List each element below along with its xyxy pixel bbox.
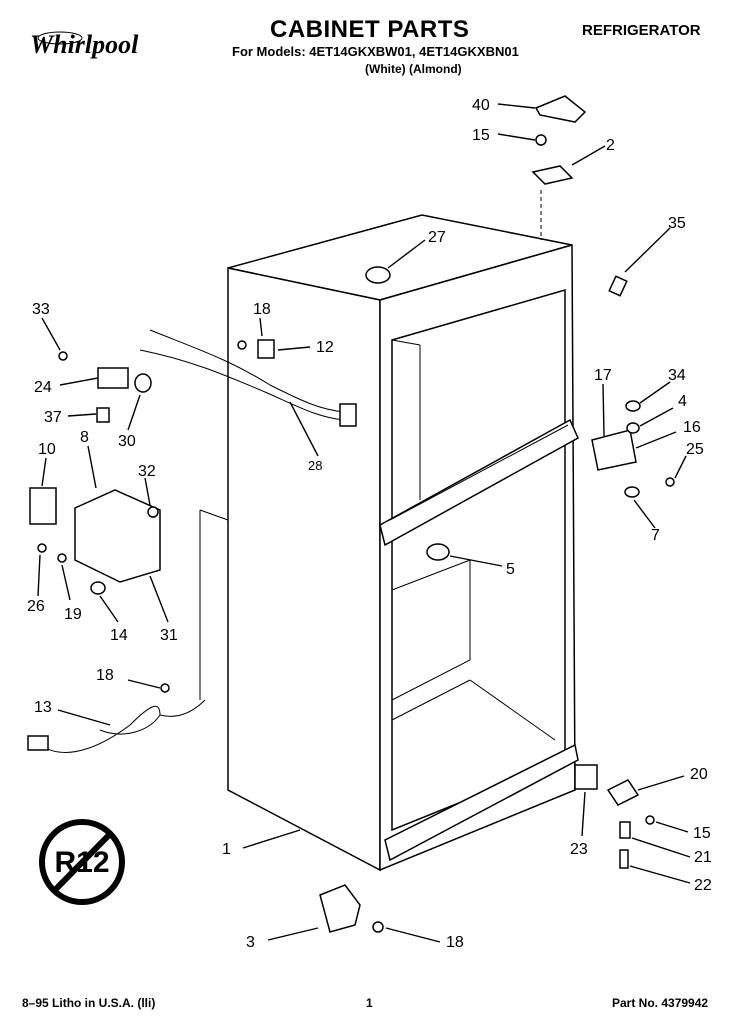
appliance-category: REFRIGERATOR [582,22,701,39]
power-cord [39,705,161,753]
callout-16: 16 [683,419,701,436]
control-bracket [97,367,129,389]
page-title: CABINET PARTS [270,16,470,43]
leveling-leg [319,884,361,933]
hinge-screw-top [535,134,547,146]
callout-33: 33 [32,301,50,318]
logo-swoosh [37,31,83,45]
bottom-hinge [606,779,640,806]
callout-3: 3 [246,934,255,951]
callout-18-cord: 18 [96,667,114,684]
callout-2: 2 [606,137,615,154]
center-hinge [591,429,637,471]
callout-23: 23 [570,841,588,858]
cord-plug [27,735,49,751]
callout-12: 12 [316,339,334,356]
harness-clip [257,339,275,359]
badge-label: R12 [54,846,109,879]
part-number: Part No. 4379942 [612,996,709,1010]
divider-plug [426,543,450,561]
relay [29,487,57,525]
callout-32: 32 [138,463,156,480]
callout-20: 20 [690,766,708,783]
callout-22: 22 [694,877,712,894]
callout-40: 40 [472,97,490,114]
callout-18-top: 18 [253,301,271,318]
page-number: 1 [366,996,373,1010]
callout-labels: 40 15 2 27 35 33 18 12 24 37 30 28 10 8 … [27,97,712,951]
leader-lines [37,103,691,943]
callout-14: 14 [110,627,128,644]
cord-clamp-screw [160,683,170,693]
bottom-hinge-screw [645,815,655,825]
color-list: (White) (Almond) [365,62,462,76]
r12-badge: R12 [39,819,125,905]
whirlpool-logo: Whirlpool [30,30,139,59]
callout-18-leg: 18 [446,934,464,951]
knob-seal [134,373,152,393]
callout-24: 24 [34,379,52,396]
callout-7: 7 [651,527,660,544]
hinge-pin [608,275,628,297]
hinge-pin-lower [619,849,629,869]
center-hinge-screw [665,477,675,487]
hinge-spacer [574,764,598,790]
control-housing [74,489,161,583]
grommet [90,581,106,595]
hinge-bracket [619,821,631,839]
callout-5: 5 [506,561,515,578]
callout-21: 21 [694,849,712,866]
bushing [624,486,640,498]
callout-27: 27 [428,229,446,246]
washer [625,400,641,412]
top-hinge [531,165,574,185]
callout-35: 35 [668,215,686,232]
callout-28: 28 [308,458,322,473]
wiring-harness [149,329,346,413]
housing-screw [147,506,159,518]
callout-15: 15 [472,127,490,144]
callout-10: 10 [38,441,56,458]
plug-button [365,266,391,284]
litho-note: 8–95 Litho in U.S.A. (lli) [22,996,156,1010]
callout-13: 13 [34,699,52,716]
hinge-cover [534,95,587,123]
housing-screw-2 [57,553,67,563]
callout-31: 31 [160,627,178,644]
callout-37: 37 [44,409,62,426]
callout-30: 30 [118,433,136,450]
control-screw [58,351,68,361]
callout-25: 25 [686,441,704,458]
relay-screw [37,543,47,553]
callout-1: 1 [222,841,231,858]
callout-26: 26 [27,598,45,615]
callout-17: 17 [594,367,612,384]
callout-15-lower: 15 [693,825,711,842]
callout-34: 34 [668,367,686,384]
model-list: For Models: 4ET14GKXBW01, 4ET14GKXBN01 [232,44,519,59]
harness-connector [339,403,357,427]
spacer [626,422,640,434]
callout-8: 8 [80,429,89,446]
callout-19: 19 [64,606,82,623]
knob [96,407,110,423]
clip-screw [237,340,247,350]
callout-4: 4 [678,393,687,410]
leg-screw [372,921,384,933]
